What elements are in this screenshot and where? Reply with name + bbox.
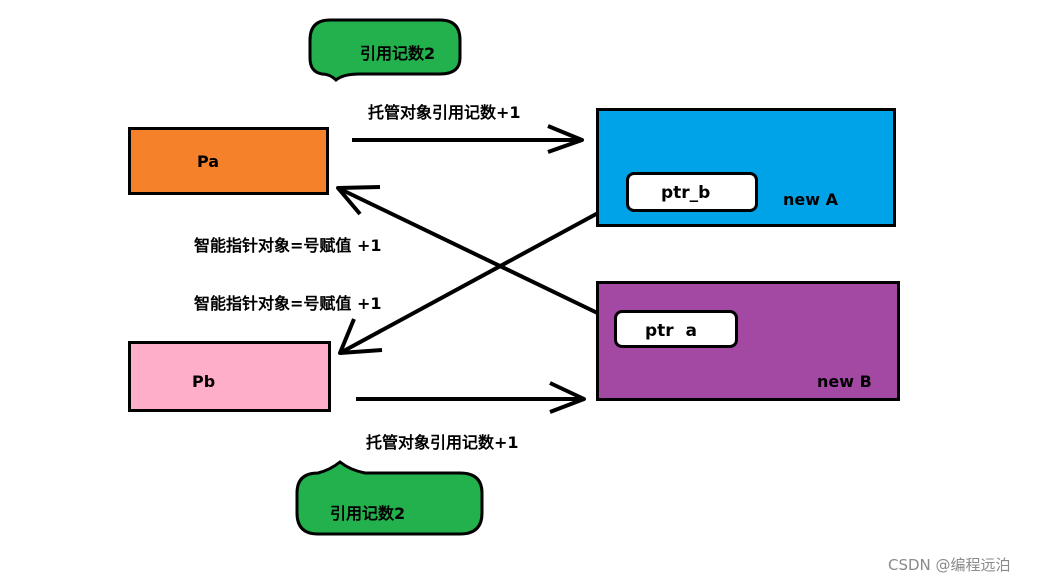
- assign-label-2: 智能指针对象=号赋值 +1: [194, 294, 382, 313]
- pa-box: Pa: [128, 127, 329, 195]
- ptr-b-box: ptr_b: [626, 172, 758, 212]
- top-bubble-shape: [308, 18, 462, 83]
- pb-box: Pb: [128, 341, 331, 412]
- pb-label: Pb: [192, 372, 216, 391]
- top-arrow-label: 托管对象引用记数+1: [368, 103, 521, 122]
- watermark: CSDN @编程远泊: [888, 556, 1011, 574]
- new-b-box: new B: [596, 281, 900, 401]
- arrowhead-pb-to-new-b: [549, 381, 586, 414]
- top-bubble-label: 引用记数2: [360, 44, 436, 63]
- new-a-box: new A: [596, 108, 896, 227]
- bottom-bubble-shape: [295, 460, 484, 536]
- bottom-arrow-label: 托管对象引用记数+1: [366, 433, 519, 452]
- new-a-label: new A: [783, 190, 838, 209]
- assign-label-1: 智能指针对象=号赋值 +1: [194, 236, 382, 255]
- ptr-b-label: ptr_b: [661, 183, 711, 203]
- pa-label: Pa: [197, 152, 220, 171]
- bottom-bubble-label: 引用记数2: [330, 504, 406, 523]
- arrowhead-pa-to-new-a: [547, 124, 584, 154]
- ptr-a-label: ptr a: [645, 321, 697, 341]
- ptr-a-box: ptr a: [614, 310, 738, 348]
- arrowhead-ptr-b-to-pb: [338, 318, 383, 355]
- arrow-ptr-b-to-pb: [339, 198, 623, 355]
- arrowhead-ptr-a-to-pa: [336, 185, 381, 216]
- arrow-ptr-a-to-pa: [337, 186, 613, 322]
- new-b-label: new B: [817, 372, 872, 391]
